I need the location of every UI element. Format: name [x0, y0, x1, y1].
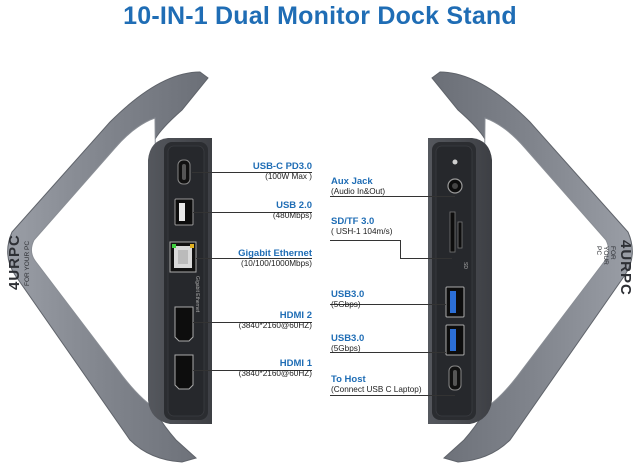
label-name: To Host	[331, 374, 366, 385]
label-usb3-2: USB3.0 (5Gbps)	[331, 333, 364, 354]
page-title: 10-IN-1 Dual Monitor Dock Stand	[123, 2, 517, 30]
label-detail: (3840*2160@60HZ)	[238, 321, 312, 330]
label-name: USB-C PD3.0	[252, 161, 312, 172]
right-brand-logo: 4URPC	[617, 240, 634, 296]
leader-usb3-1	[330, 304, 446, 305]
left-stand	[7, 71, 212, 463]
label-name: Gigabit Ethernet	[238, 248, 312, 259]
label-aux-jack: Aux Jack (Audio In&Out)	[331, 176, 385, 197]
leader-sd-vertical	[400, 240, 401, 258]
leader-sd-bottom	[400, 258, 452, 259]
left-brand-logo: 4URPC	[6, 234, 23, 290]
label-detail: (Connect USB C Laptop)	[331, 385, 422, 394]
right-brand-tagline: FOR YOUR PC	[595, 246, 616, 265]
label-detail: (3840*2160@60HZ)	[238, 369, 312, 378]
label-hdmi-2: HDMI 2 (3840*2160@60HZ)	[239, 310, 312, 331]
ethernet-silkscreen: Gigabit Ethernet	[194, 276, 200, 313]
leader-hdmi-1	[193, 370, 312, 371]
label-detail: (Audio In&Out)	[331, 187, 386, 196]
label-name: HDMI 1	[279, 358, 312, 369]
leader-sd	[330, 240, 400, 241]
label-detail: (10/100/1000Mbps)	[240, 259, 312, 268]
label-to-host: To Host (Connect USB C Laptop)	[331, 374, 422, 395]
label-detail: (480Mbps)	[272, 211, 312, 220]
label-detail: ( USH-1 104m/s)	[331, 227, 393, 236]
label-usb-c-pd: USB-C PD3.0 (100W Max )	[253, 161, 312, 182]
label-detail: (5Gbps)	[331, 300, 361, 309]
label-name: USB3.0	[331, 333, 365, 344]
label-usb-2: USB 2.0 (480Mbps)	[273, 200, 312, 221]
leader-usb3-2	[330, 352, 446, 353]
label-name: Aux Jack	[331, 176, 373, 187]
leader-usb-2	[193, 212, 312, 213]
label-name: HDMI 2	[279, 310, 312, 321]
label-gigabit-ethernet: Gigabit Ethernet (10/100/1000Mbps)	[238, 248, 312, 269]
label-usb3-1: USB3.0 (5Gbps)	[331, 289, 364, 310]
leader-to-host	[330, 395, 455, 396]
label-name: USB 2.0	[276, 200, 312, 211]
leader-aux	[330, 196, 455, 197]
leader-ethernet	[196, 258, 312, 259]
sd-silkscreen: SD	[462, 262, 468, 269]
label-hdmi-1: HDMI 1 (3840*2160@60HZ)	[239, 358, 312, 379]
label-name: USB3.0	[331, 289, 365, 300]
label-detail: (5Gbps)	[331, 344, 361, 353]
left-brand-tagline: FOR YOUR PC	[24, 240, 31, 286]
label-detail: (100W Max )	[265, 172, 312, 181]
leader-hdmi-2	[193, 322, 312, 323]
leader-usb-c	[192, 172, 312, 173]
label-name: SD/TF 3.0	[331, 216, 375, 227]
label-sd-tf: SD/TF 3.0 ( USH-1 104m/s)	[331, 216, 392, 237]
